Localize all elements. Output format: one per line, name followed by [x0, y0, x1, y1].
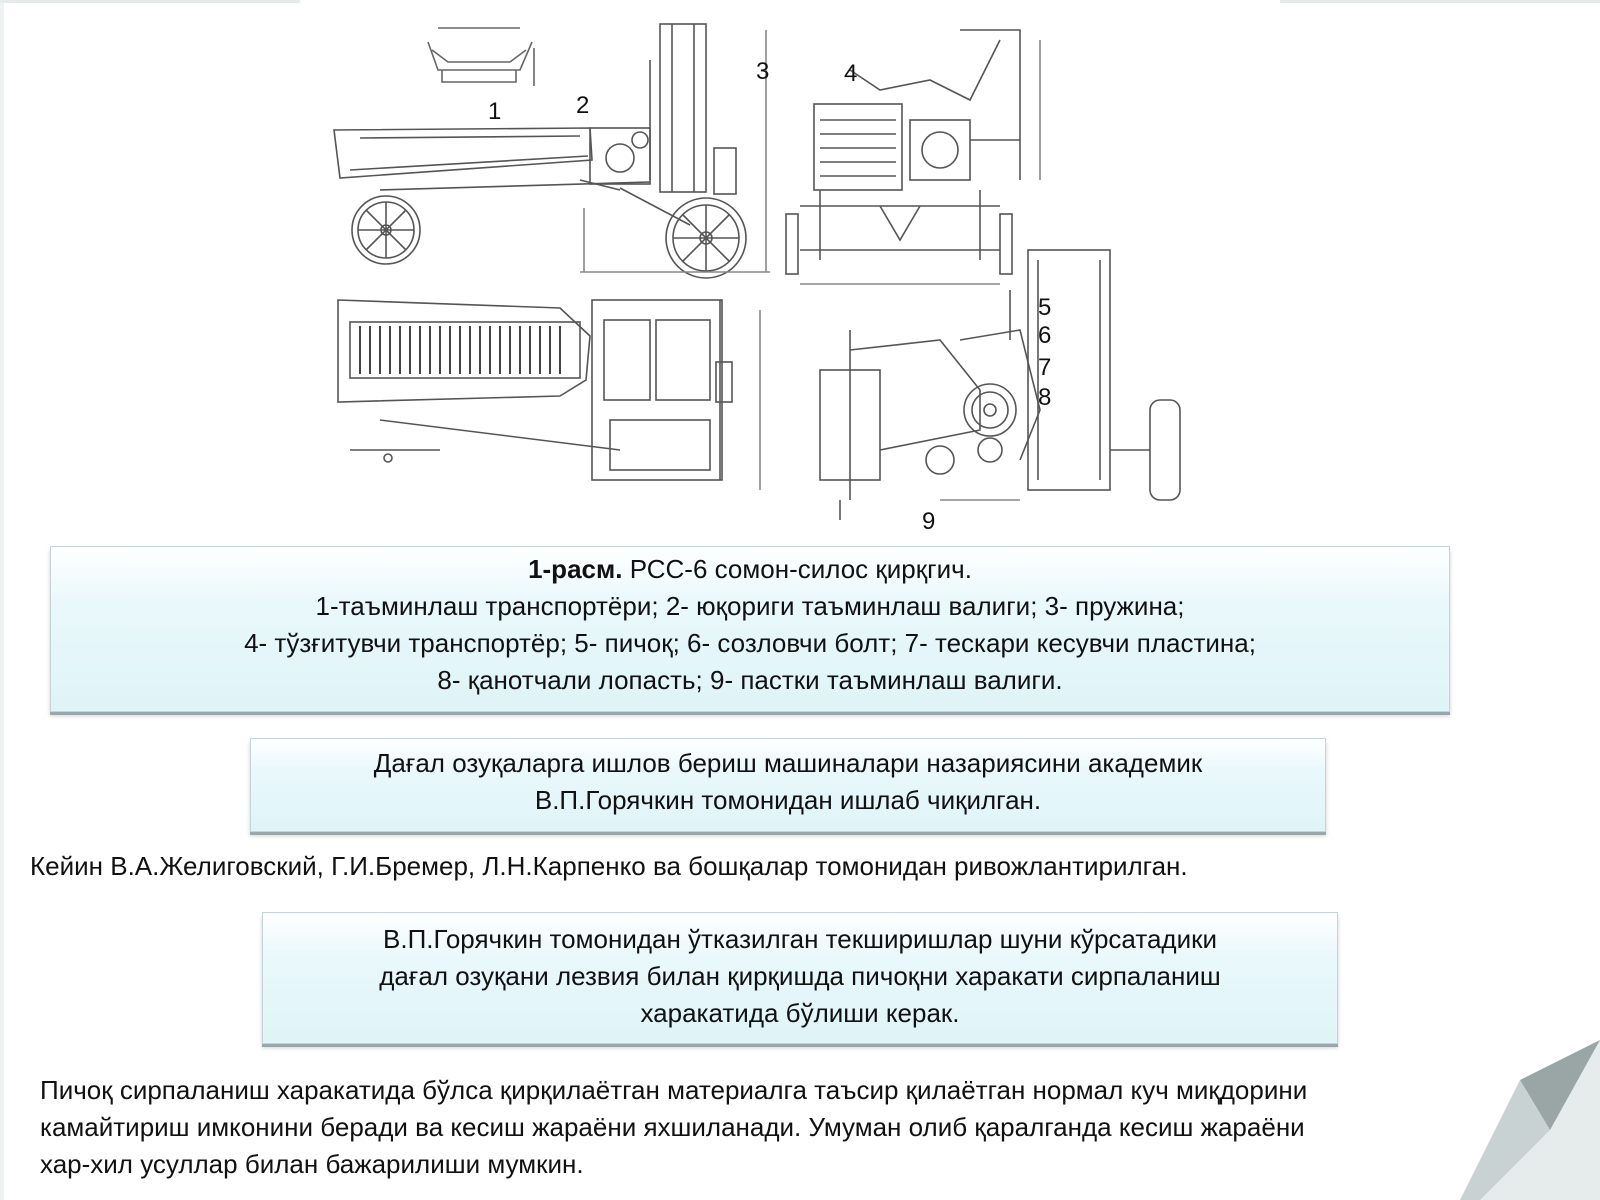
callout-7: 7 — [1038, 354, 1052, 381]
section-view-small — [427, 27, 535, 86]
caption-title-line: 1-расм. РСС-6 сомон-силос қирқгич. — [51, 551, 1449, 588]
theory-line-2: В.П.Горячкин томонидан ишлаб чиқилган. — [534, 785, 1042, 815]
front-view — [785, 29, 1041, 285]
callout-6: 6 — [1038, 322, 1052, 349]
section-view-large — [819, 249, 1181, 520]
caption-line-1: 1-таъминлаш транспортёри; 2- юқориги таъ… — [315, 591, 1185, 621]
development-text: Кейин В.А.Желиговский, Г.И.Бремер, Л.Н.К… — [30, 851, 1188, 881]
caption-line-3: 8- қанотчали лопасть; 9- пастки таъминла… — [437, 665, 1063, 695]
research-line-3: харакатида бўлиши керак. — [640, 998, 960, 1028]
caption-line-2: 4- тўзғитувчи транспортёр; 5- пичоқ; 6- … — [244, 628, 1256, 658]
conclusion-line-1: Пичоқ сирпаланиш харакатида бўлса қирқил… — [40, 1075, 1308, 1105]
machine-drawing-svg — [333, 23, 1181, 520]
caption-title: РСС-6 сомон-силос қирқгич. — [629, 554, 972, 584]
caption-label: 1-расм. — [528, 554, 623, 584]
theory-box: Дағал озуқаларга ишлов бериш машиналари … — [250, 738, 1326, 832]
machine-drawing: 1 2 3 4 5 6 7 8 9 — [320, 10, 1240, 540]
callout-9: 9 — [922, 508, 936, 535]
slide-frame-left — [0, 0, 4, 1200]
figure-caption-box: 1-расм. РСС-6 сомон-силос қирқгич. 1-таъ… — [50, 546, 1450, 712]
conclusion-paragraph: Пичоқ сирпаланиш харакатида бўлса қирқил… — [40, 1072, 1580, 1183]
conclusion-line-2: камайтириш имконини беради ва кесиш жара… — [40, 1112, 1305, 1142]
callout-1: 1 — [488, 98, 502, 125]
plan-view — [337, 299, 761, 490]
page-curl-decoration — [1460, 1040, 1600, 1200]
callout-4: 4 — [844, 60, 858, 87]
research-line-2: дағал озуқани лезвия билан қирқишда пичо… — [379, 961, 1221, 991]
callout-2: 2 — [576, 92, 590, 119]
research-line-1: В.П.Горячкин томонидан ўтказилган текшир… — [383, 924, 1217, 954]
slide-frame-top-right — [1280, 0, 1600, 3]
side-view — [333, 23, 770, 279]
callout-3: 3 — [756, 58, 770, 85]
slide-frame-top — [0, 0, 300, 3]
theory-line-1: Дағал озуқаларга ишлов бериш машиналари … — [373, 748, 1203, 778]
research-box: В.П.Горячкин томонидан ўтказилган текшир… — [262, 912, 1338, 1044]
conclusion-line-3: хар-хил усуллар билан бажарилиши мумкин. — [40, 1149, 584, 1179]
callout-5: 5 — [1038, 294, 1052, 321]
callout-8: 8 — [1038, 384, 1052, 411]
